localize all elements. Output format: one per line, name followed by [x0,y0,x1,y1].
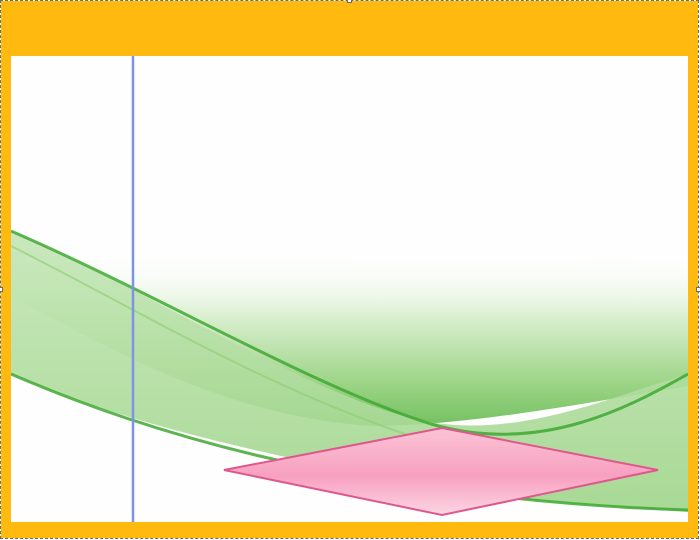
dark-wave-line-1 [11,229,688,436]
selection-handle-icon[interactable] [347,0,352,3]
selection-handle-icon[interactable] [0,287,3,292]
selection-handle-icon[interactable] [696,287,700,292]
lower-wave-band [11,231,688,512]
upper-wave-band [11,254,688,426]
pink-diamond-shape[interactable] [223,426,659,517]
wave-graphic [11,56,688,522]
light-wave-line [11,245,412,437]
slide-canvas[interactable] [11,56,688,522]
